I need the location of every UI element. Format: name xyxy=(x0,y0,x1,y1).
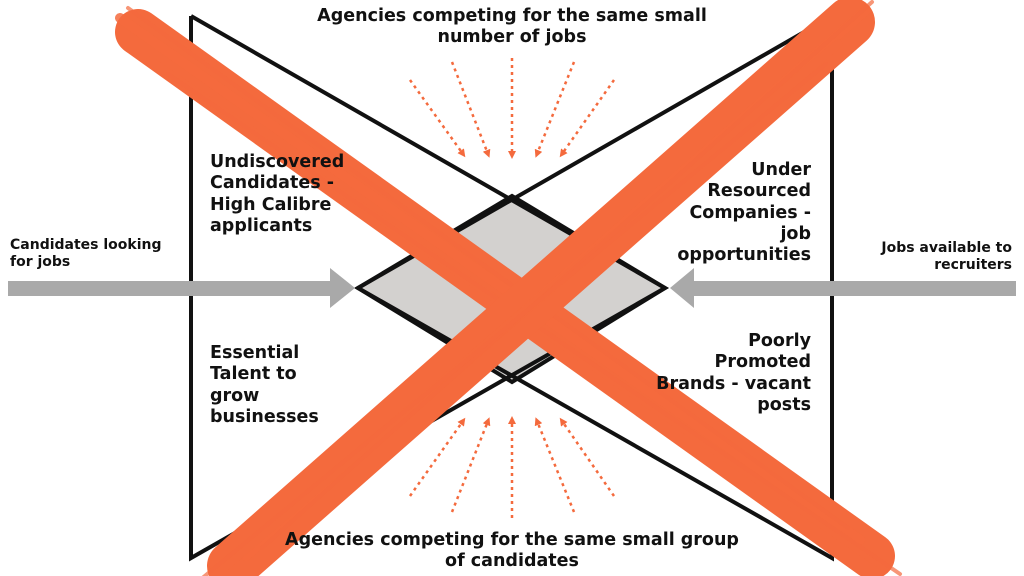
left-arrow xyxy=(8,268,355,308)
bottom-left-quadrant-label: Essential Talent to grow businesses xyxy=(210,343,319,428)
bottom-dotted-arrows xyxy=(408,416,616,518)
cross-out-x xyxy=(115,0,902,576)
top-dotted-arrows xyxy=(408,58,616,159)
x-stroke-ascending xyxy=(201,0,875,576)
top-left-quadrant-label: Undiscovered Candidates - High Calibre a… xyxy=(210,152,345,237)
top-right-quadrant-label: Under Resourced Companies - job opportun… xyxy=(677,160,811,266)
right-arrow xyxy=(670,268,1016,308)
bottom-right-quadrant-label: Poorly Promoted Brands - vacant posts xyxy=(656,331,811,416)
top-caption: Agencies competing for the same small nu… xyxy=(317,6,707,48)
right-arrow-label: Jobs available to recruiters xyxy=(881,240,1012,274)
bottom-caption: Agencies competing for the same small gr… xyxy=(285,530,739,572)
left-arrow-label: Candidates looking for jobs xyxy=(10,237,162,271)
